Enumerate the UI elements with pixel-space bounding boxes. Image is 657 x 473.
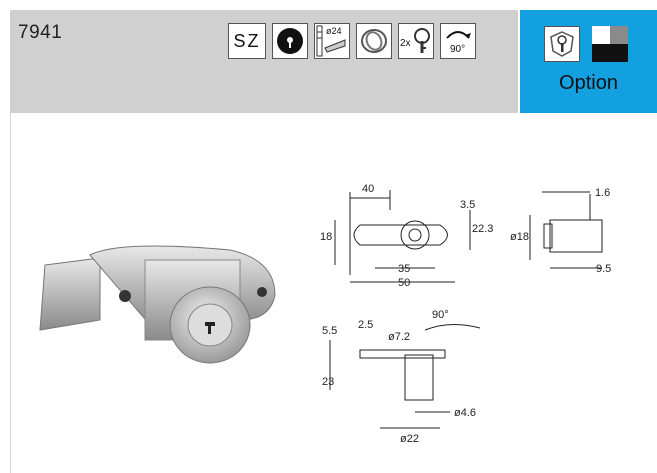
dim-2-5: 2.5 — [358, 319, 373, 331]
product-code: 7941 — [18, 22, 63, 43]
panel-border — [10, 10, 11, 473]
dim-o7-2: ø7.2 — [388, 331, 410, 343]
cam-diameter-text: ø24 — [326, 26, 342, 36]
dim-22-3: 22.3 — [472, 223, 493, 235]
dim-5-5: 5.5 — [322, 325, 337, 337]
dim-3-5: 3.5 — [460, 199, 475, 211]
cam-rings-icon — [356, 23, 392, 59]
cam-diameter-icon: ø24 — [314, 23, 350, 59]
dim-18: 18 — [320, 231, 332, 243]
dim-o22: ø22 — [400, 433, 419, 445]
dim-40: 40 — [362, 183, 374, 195]
dim-23: 23 — [322, 376, 334, 388]
rotation-text: 90° — [450, 44, 465, 55]
shield-key-icon — [544, 26, 580, 62]
feature-icons: SZ ø24 2x 90° — [228, 23, 476, 61]
swatch-black-2 — [610, 44, 628, 62]
dim-o4-6: ø4.6 — [454, 407, 476, 419]
dim-1-6: 1.6 — [595, 187, 610, 199]
option-panel[interactable]: Option — [520, 10, 657, 113]
cylinder-face-icon — [272, 23, 308, 59]
sz-text: SZ — [233, 30, 261, 51]
technical-drawing: 40 3.5 22.3 18 35 50 1.6 ø18 9.5 90° 5.5… — [320, 180, 640, 450]
color-swatch — [592, 26, 628, 62]
two-keys-icon: 2x — [398, 23, 434, 59]
swatch-gray — [610, 26, 628, 44]
product-photo — [30, 240, 285, 400]
swatch-black-1 — [592, 44, 610, 62]
dim-o18: ø18 — [510, 231, 529, 243]
swatch-white — [592, 26, 610, 44]
rotation-90-icon: 90° — [440, 23, 476, 59]
dim-9-5: 9.5 — [596, 263, 611, 275]
dim-35: 35 — [398, 263, 410, 275]
sz-label-icon: SZ — [228, 23, 266, 59]
dim-50: 50 — [398, 277, 410, 289]
two-keys-text: 2x — [400, 38, 411, 49]
dim-90deg: 90° — [432, 309, 449, 321]
option-label: Option — [559, 72, 618, 94]
